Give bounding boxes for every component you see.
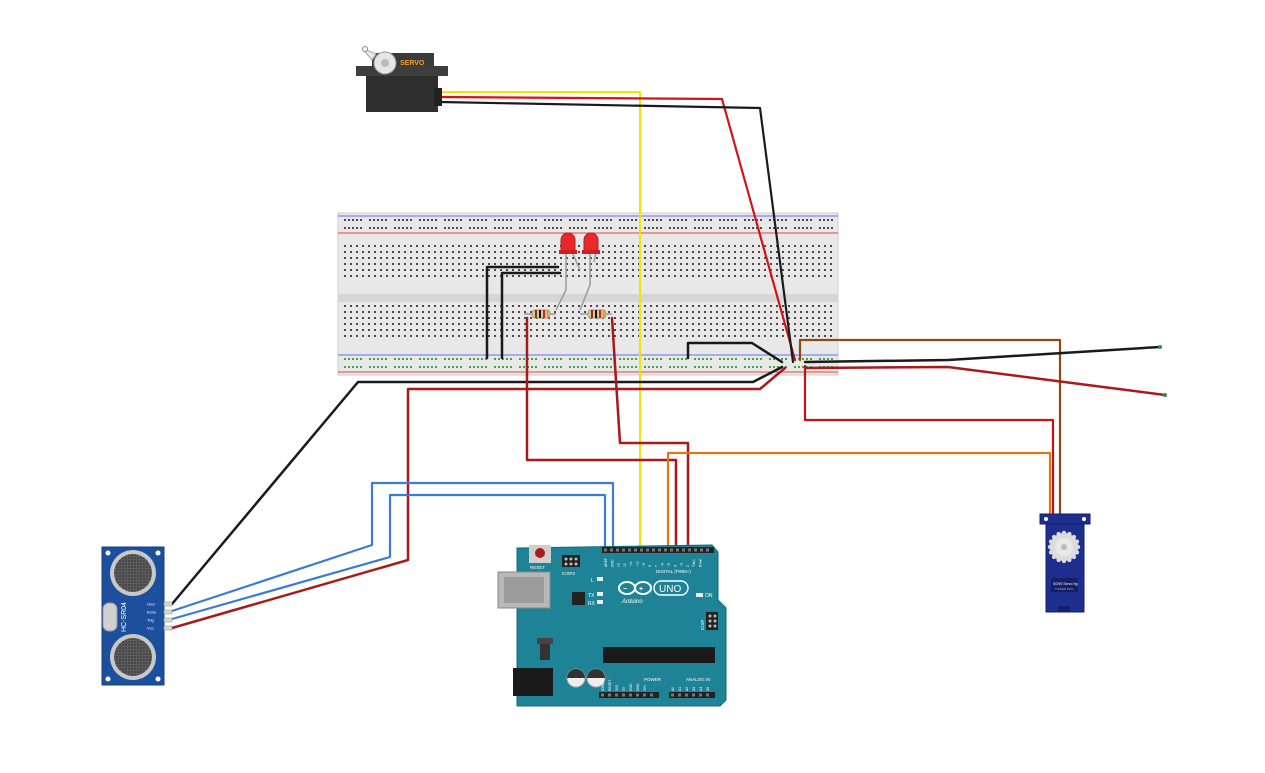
wire-ext-black [803,345,1162,364]
wire-servo2-power [803,364,1055,517]
wire-sensor-echo [170,481,615,613]
svg-text:+: + [639,586,643,593]
arduino-power-pin-label: VIN [643,685,647,691]
arduino-icsp-label: ICSP [700,619,705,630]
sensor-pin-label: Trig [147,618,154,623]
arduino-digital-pin-label: 7 [654,565,658,567]
arduino-power-pin-label: 5V [622,686,626,691]
led-label-l: L [591,578,594,584]
wire-sensor-vcc [170,366,787,630]
servo-right-model: SG90 Servo 9g [1053,582,1078,586]
arduino-digital-pin-label: 13 [617,563,621,567]
arduino-analog-pin-label: A2 [685,687,689,691]
arduino-model-label: UNO [659,584,681,595]
wire-ext-red [803,365,1167,397]
wire-bb-ground-2 [500,271,562,360]
arduino-analog-pin-label: A1 [678,687,682,691]
capacitors [566,668,606,688]
sensor-pin [163,617,173,623]
arduino-digital-pin-label: ~11 [629,561,633,567]
wires [170,91,1167,630]
arduino-analog-pin-label: A3 [692,687,696,691]
svg-text:−: − [623,586,627,593]
servo-top-brand: SERVO [400,60,425,67]
arduino-digital-pin-label: 12 [623,563,627,567]
arduino-digital-pin-label: ~9 [642,563,646,567]
wire-led1 [525,316,678,554]
led-red-1 [559,232,577,254]
wire-bb-ground-1 [485,265,560,360]
wire-bb-ground-rail [686,341,784,364]
resistor-2 [580,309,612,319]
sensor-pin [163,609,173,615]
arduino-digital-pin-label: ~5 [667,563,671,567]
arduino-power-pin-label: IOREF [601,681,605,691]
arduino-digital-pin-label: GND [610,559,614,567]
arduino-header-holes [601,548,709,697]
wire-servo-power [438,95,797,362]
arduino-digital-pin-label: 8 [648,565,652,567]
sensor-pin-label: Echo [147,610,157,615]
arduino-power-pin-label: RESET [608,680,612,691]
arduino-digital-pin-label: 2 [686,565,690,567]
wire-sensor-trig [170,493,607,621]
arduino-logo: − + UNO Arduino [618,580,689,605]
led-label-rx: RX [588,601,596,607]
wire-servo2-signal [666,451,1052,554]
servo-top: SERVO [356,46,448,112]
arduino-digital-label: DIGITAL (PWM~) [656,569,691,574]
arduino-reset-label: RESET [530,565,545,570]
led-red-2 [582,232,600,254]
arduino-brand-label: Arduino [621,599,643,605]
transducer-2 [110,634,156,680]
sensor-pin [163,625,173,631]
wire-servo-ground [438,100,795,364]
sensor-pin [163,601,173,607]
resistor-1 [524,309,556,319]
sensor-pin-label: Vcc [147,626,154,631]
sensor-model-label: HC-SR04 [121,602,128,632]
arduino-digital-pin-label: ~3 [680,563,684,567]
leds [524,232,612,319]
arduino-on-label: ON [705,593,713,599]
arduino-digital-pin-label: AREF [604,558,608,567]
sensor-pin-label: Gnd [147,602,155,607]
icsp-header: ICSP [700,612,718,630]
arduino-power-pin-label: GND [636,683,640,691]
arduino-digital-pin-label: ~6 [661,563,665,567]
arduino-icsp2-label: ICSP2 [562,571,576,576]
servo-right: SG90 Servo 9g TOWER PRO [1039,513,1091,613]
wire-led2 [610,316,690,554]
arduino-power-pin-label: 3V3 [615,685,619,691]
wire-sensor-gnd [170,365,784,606]
arduino-power-label: POWER [644,677,662,682]
arduino-digital-pin-label: RX◂0 [699,559,703,567]
arduino-analog-label: ANALOG IN [686,677,711,682]
arduino-digital-pin-label: 4 [673,565,677,567]
wire-servo2-ground [798,338,1062,517]
arduino-analog-pin-label: A0 [671,687,675,691]
arduino-analog-pin-label: A5 [706,687,710,691]
arduino-digital-pin-label: ~10 [636,561,640,567]
led-label-tx: TX [588,593,595,599]
arduino-power-pin-label: GND [629,683,633,691]
transducer-1 [110,550,156,596]
servo-right-sub: TOWER PRO [1055,587,1074,591]
arduino-analog-pin-label: A4 [699,687,703,691]
arduino-leds: L TX RX ON [588,577,713,607]
arduino-digital-pin-label: TX▸1 [692,559,696,567]
icsp2-header: ICSP2 [562,555,580,576]
breadboard-holes [344,219,833,368]
wire-servo-signal [439,91,641,553]
